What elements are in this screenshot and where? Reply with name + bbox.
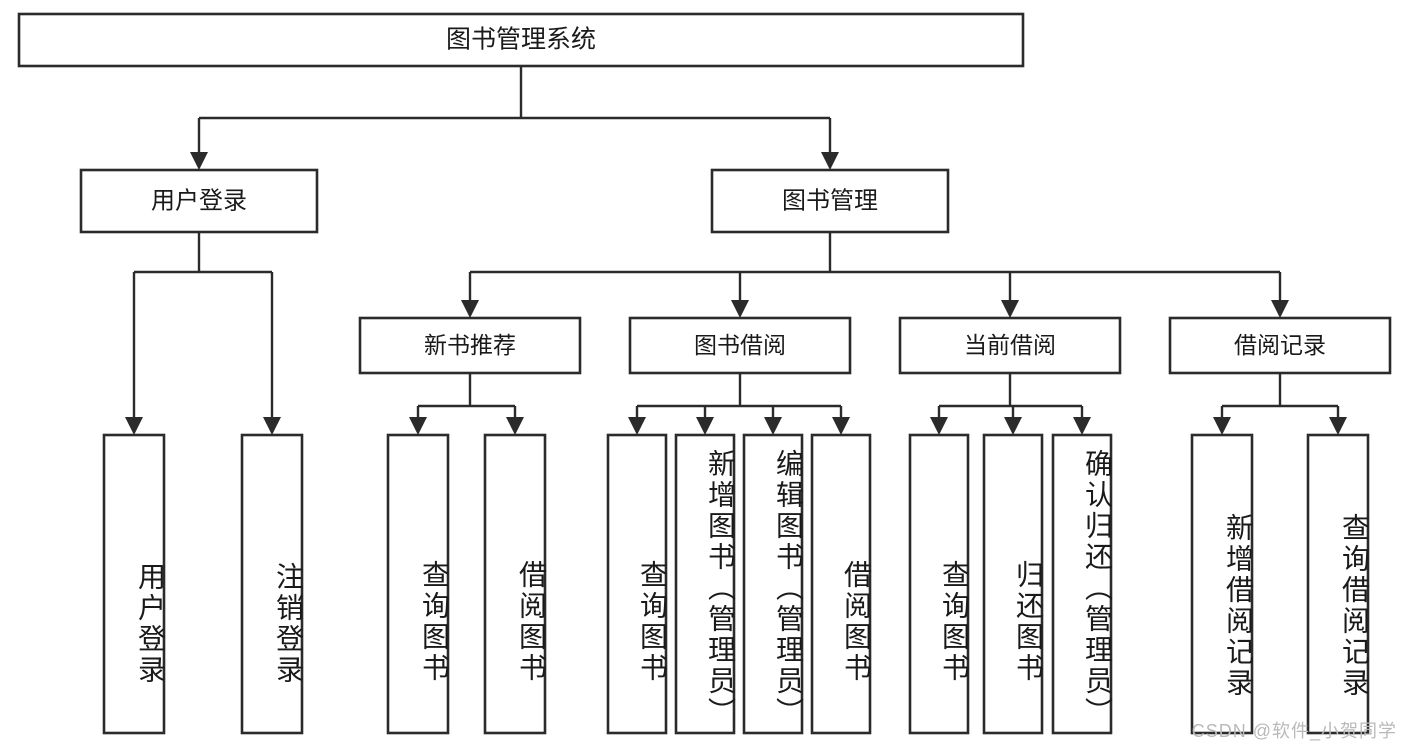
node-user-login[interactable]: 用户登录 [79, 168, 319, 234]
node-new-book-rec-box[interactable] [358, 316, 582, 375]
leaf-confirm-return-admin-box[interactable] [1051, 433, 1113, 735]
leaf-user-login-box[interactable] [102, 433, 166, 735]
arrowhead-leaf-edit-book-admin [764, 417, 782, 435]
node-new-book-rec[interactable]: 新书推荐 [358, 316, 582, 375]
node-book-borrow-label: 图书借阅 [694, 332, 786, 358]
node-book-manage-box[interactable] [710, 168, 950, 234]
edge-group-root-to-level2 [190, 66, 839, 170]
leaf-add-book-admin-box[interactable] [674, 433, 736, 735]
node-user-login-box[interactable] [79, 168, 319, 234]
arrowhead-leaf-query-book-2 [628, 417, 646, 435]
arrowhead-leaf-confirm-return-admin [1073, 417, 1091, 435]
node-user-login-label: 用户登录 [151, 187, 247, 214]
arrowhead-leaf-borrow-book-2 [832, 417, 850, 435]
edge-group-book-manage-to-level3 [461, 232, 1289, 318]
arrowhead-leaf-return-book [1004, 417, 1022, 435]
node-borrow-record-label: 借阅记录 [1234, 332, 1326, 358]
arrowhead-borrow-record [1271, 300, 1289, 318]
node-current-borrow-box[interactable] [898, 316, 1122, 375]
csdn-watermark: CSDN @软件_小贺同学 [1191, 721, 1397, 741]
node-new-book-rec-label: 新书推荐 [424, 332, 516, 358]
node-root-label: 图书管理系统 [446, 26, 596, 54]
leaf-logout-box[interactable] [240, 433, 304, 735]
leaf-boxes [102, 433, 1370, 735]
arrowhead-new-book-rec [461, 300, 479, 318]
edge-group-new-book-rec-to-leaves [409, 373, 524, 435]
node-borrow-record[interactable]: 借阅记录 [1168, 316, 1392, 375]
edge-group-current-borrow-to-leaves [930, 373, 1091, 435]
leaf-query-borrow-record-box[interactable] [1306, 433, 1370, 735]
node-book-borrow[interactable]: 图书借阅 [628, 316, 852, 375]
arrowhead-user-login [190, 152, 208, 170]
leaf-add-borrow-record-box[interactable] [1190, 433, 1254, 735]
arrowhead-leaf-add-borrow-record [1213, 417, 1231, 435]
arrowhead-leaf-user-login [125, 417, 143, 435]
leaf-return-book-box[interactable] [982, 433, 1044, 735]
arrowhead-book-borrow [731, 300, 749, 318]
edge-group-borrow-record-to-leaves [1213, 373, 1347, 435]
leaf-borrow-book-2-box[interactable] [810, 433, 872, 735]
arrowhead-book-manage [821, 152, 839, 170]
arrowhead-leaf-query-book-1 [409, 417, 427, 435]
leaf-query-book-3-box[interactable] [908, 433, 970, 735]
node-book-manage[interactable]: 图书管理 [710, 168, 950, 234]
arrowhead-leaf-borrow-book-1 [506, 417, 524, 435]
leaf-query-book-2-box[interactable] [606, 433, 668, 735]
edge-group-user-login-to-leaves [125, 232, 281, 435]
arrowhead-leaf-logout [263, 417, 281, 435]
arrowhead-leaf-query-borrow-record [1329, 417, 1347, 435]
arrowhead-current-borrow [1001, 300, 1019, 318]
node-current-borrow-label: 当前借阅 [964, 332, 1056, 358]
node-root-box[interactable] [17, 12, 1025, 68]
node-borrow-record-box[interactable] [1168, 316, 1392, 375]
leaf-edit-book-admin-box[interactable] [742, 433, 804, 735]
arrowhead-leaf-query-book-3 [930, 417, 948, 435]
node-book-manage-label: 图书管理 [782, 187, 878, 214]
edge-group-book-borrow-to-leaves [628, 373, 850, 435]
node-root[interactable]: 图书管理系统 [17, 12, 1025, 68]
leaf-borrow-book-1-box[interactable] [483, 433, 547, 735]
arrowhead-leaf-add-book-admin [696, 417, 714, 435]
leaf-query-book-1-box[interactable] [386, 433, 450, 735]
node-current-borrow[interactable]: 当前借阅 [898, 316, 1122, 375]
node-book-borrow-box[interactable] [628, 316, 852, 375]
